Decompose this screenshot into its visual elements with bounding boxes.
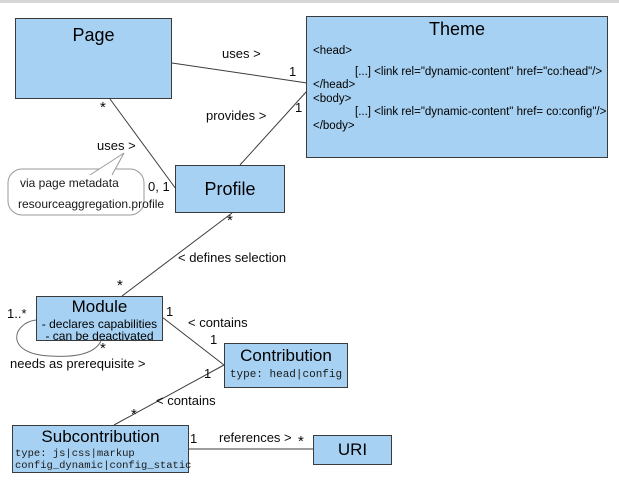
class-title-theme: Theme — [428, 19, 486, 39]
class-title-profile: Profile — [204, 179, 256, 199]
note-line: resourceaggregation.profile — [18, 197, 165, 211]
edge-contribution-contains-subcontribution — [113, 364, 225, 426]
subcontribution-type-lines: type: js|css|markup config_dynamic|confi… — [13, 448, 192, 472]
class-box-contribution: Contribution type: head|config — [224, 343, 348, 388]
multiplicity-module-self-star: * — [100, 340, 106, 357]
edge-label-needs-prerequisite: needs as prerequisite > — [10, 356, 146, 371]
edge-page-uses-profile — [109, 98, 177, 190]
class-box-theme: Theme <head> [...] <link rel="dynamic-co… — [306, 16, 608, 158]
multiplicity-contribution-bottom: 1 — [204, 366, 212, 381]
multiplicity-subcontribution-1: 1 — [190, 431, 198, 446]
class-box-uri: URI — [313, 435, 392, 465]
edge-profile-provides-theme — [239, 90, 308, 166]
edge-page-uses-theme — [171, 62, 308, 84]
subcontribution-type-line: config_dynamic|config_static — [15, 460, 192, 472]
edge-label-provides: provides > — [206, 108, 267, 123]
theme-code-line: [...] <link rel="dynamic-content" href="… — [355, 65, 603, 78]
module-attributes: - declares capabilities - can be deactiv… — [37, 318, 162, 342]
theme-code-line: <body> — [313, 92, 352, 105]
multiplicity-module-contains: 1 — [166, 304, 174, 319]
theme-code-line: </head> — [313, 79, 356, 91]
edge-label-uses-theme: uses > — [222, 46, 261, 61]
theme-code-line: [...] <link rel="dynamic-content" href= … — [355, 106, 607, 118]
class-title-module: Module — [71, 297, 128, 316]
edge-module-contains-contribution — [161, 316, 225, 366]
theme-code-line: </body> — [313, 119, 355, 132]
contribution-type-line: type: head|config — [229, 369, 343, 381]
class-box-profile: Profile — [175, 165, 285, 213]
multiplicity-profile-star: * — [227, 212, 233, 229]
edge-label-references: references > — [219, 430, 292, 445]
class-box-page: Page — [15, 18, 172, 99]
edge-module-self-loop — [16, 319, 102, 357]
edge-label-contains-2: < contains — [156, 393, 216, 408]
note-line: via page metadata — [20, 176, 119, 190]
edge-label-defines-selection: < defines selection — [178, 250, 287, 265]
multiplicity-module-star: * — [117, 277, 123, 294]
module-attribute: - can be deactivated — [45, 329, 154, 343]
class-title-contribution: Contribution — [240, 346, 332, 365]
theme-markup-snippet: <head> [...] <link rel="dynamic-content"… — [307, 39, 607, 133]
class-title-uri: URI — [337, 440, 368, 459]
multiplicity-page-star: * — [100, 99, 106, 116]
multiplicity-profile-theme: 1 — [295, 100, 303, 115]
edge-label-contains-1: < contains — [188, 315, 248, 330]
class-box-module: Module - declares capabilities - can be … — [36, 296, 163, 342]
multiplicity-uri-star: * — [298, 433, 304, 450]
multiplicity-profile-01: 0, 1 — [148, 179, 170, 194]
class-title-page: Page — [72, 25, 115, 45]
theme-code-line: <head> — [313, 45, 353, 57]
edge-label-uses-profile: uses > — [97, 138, 136, 153]
note-bubble-tail — [89, 152, 125, 176]
relationship-lines-layer — [7, 62, 313, 450]
multiplicity-contribution-top: 1 — [210, 332, 218, 347]
subcontribution-type-line: type: js|css|markup — [15, 448, 135, 460]
class-title-subcontribution: Subcontribution — [41, 427, 160, 446]
class-box-subcontribution: Subcontribution type: js|css|markup conf… — [12, 425, 192, 473]
edge-profile-defines-module — [121, 212, 233, 297]
multiplicity-subcontribution-star: * — [131, 406, 137, 423]
module-attribute: - declares capabilities — [41, 317, 158, 331]
multiplicity-page-theme: 1 — [289, 64, 297, 79]
multiplicity-module-self-1star: 1..* — [7, 306, 27, 321]
note-bubble-shape — [7, 168, 145, 216]
